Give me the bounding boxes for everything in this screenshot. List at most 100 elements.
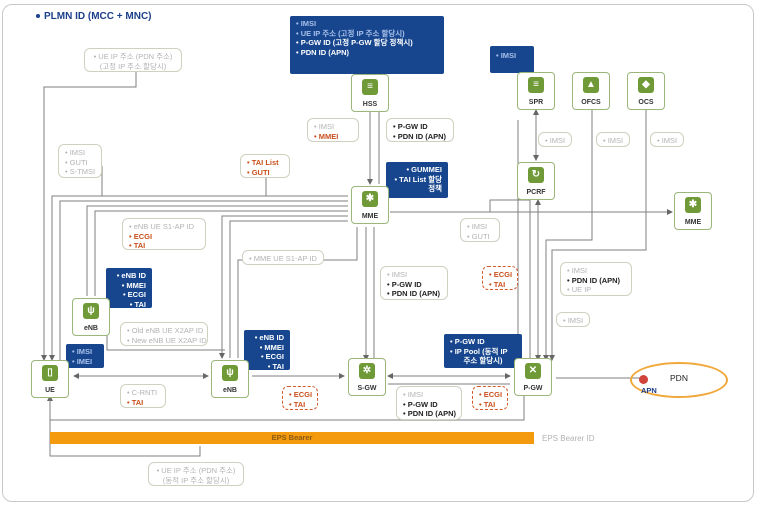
- pgw-imsi-box: IMSI: [556, 312, 590, 327]
- pgw-mme-line: [489, 199, 531, 360]
- enb-lower-label: eNB: [222, 387, 237, 394]
- enb-lower-ecgi: ECGI: [250, 352, 284, 362]
- ofcs-pgw-line: [543, 110, 593, 361]
- spr-node[interactable]: ≡ SPR: [517, 72, 555, 110]
- pgw-info-id: P-GW ID: [450, 337, 516, 347]
- spr-imsi-box: IMSI: [490, 46, 534, 73]
- sgw-pgw-box: IMSI P-GW ID PDN ID (APN): [396, 386, 462, 420]
- ue-ip-dynamic-line1: UE IP 주소 (PDN 주소): [155, 466, 237, 476]
- ue-imsi-text: IMSI: [65, 148, 95, 158]
- x2ap-box: Old eNB UE X2AP ID New eNB UE X2AP ID: [120, 322, 208, 346]
- enb-lower-info-box: eNB ID MMEI ECGI TAI: [244, 330, 290, 372]
- ue-label: UE: [45, 387, 55, 394]
- spr-imsi-text: IMSI: [496, 51, 528, 61]
- pcrf-label: PCRF: [526, 189, 546, 196]
- mme-s1ap-text: MME UE S1-AP ID: [249, 254, 317, 264]
- title-text: PLMN ID (MCC + MNC): [44, 11, 152, 22]
- sgw-node[interactable]: ✲ S-GW: [348, 358, 386, 396]
- mme-enb-lower-line-1: [219, 215, 348, 359]
- enb-lower-id: eNB ID: [250, 333, 284, 343]
- hss-info-ue-ip: UE IP 주소 (고정 IP 주소 할당시): [296, 29, 438, 39]
- ue-ip-static-box: UE IP 주소 (PDN 주소) (고정 IP 주소 할당시): [84, 48, 182, 72]
- ue-node[interactable]: ▯ UE: [31, 360, 69, 398]
- mme-enb-upper-line-1: [86, 205, 348, 296]
- eps-bearer-label: EPS Bearer: [271, 433, 313, 442]
- hss-info-pdn-id: PDN ID (APN): [296, 48, 438, 58]
- antenna-icon: ψ: [83, 303, 99, 319]
- ocs-node[interactable]: ◆ OCS: [627, 72, 665, 110]
- mme-enb-lower-line-2: [229, 220, 348, 358]
- apn-label: APN: [641, 386, 657, 395]
- crnti-text: C-RNTI: [127, 388, 159, 398]
- hss-mme-left-imsi: IMSI: [314, 122, 352, 132]
- phone-icon: ▯: [42, 365, 58, 381]
- hss-info-pgw-id: P-GW ID (고정 P-GW 할당 정책시): [296, 38, 438, 48]
- mme-sgw-pgw: P-GW ID: [387, 280, 441, 290]
- mme-node-main[interactable]: ✱ MME: [351, 186, 389, 224]
- hss-mme-left-box: IMSI MMEI: [307, 118, 359, 142]
- hss-mme-right-box: P-GW ID PDN ID (APN): [386, 118, 454, 142]
- hss-mme-left-mmei: MMEI: [314, 132, 352, 142]
- pcrf-pgw-pdn: PDN ID (APN): [567, 276, 625, 286]
- enb-node-upper[interactable]: ψ eNB: [72, 298, 110, 336]
- imsi-guti-stmsi-box: IMSI GUTI S-TMSI: [58, 144, 102, 178]
- ue-info-box: IMSI IMEI: [66, 344, 104, 368]
- tai-list-policy-text: TAI List 할당: [392, 175, 442, 185]
- tai-list-guti-box: TAI List GUTI: [240, 154, 290, 178]
- pcrf-node[interactable]: ↻ PCRF: [517, 162, 555, 200]
- gummei-text: GUMMEI: [392, 165, 442, 175]
- mme-sgw-box: IMSI P-GW ID PDN ID (APN): [380, 266, 448, 300]
- gear-icon: ✱: [685, 197, 701, 213]
- apn-dot-icon: [639, 375, 648, 384]
- gears-icon: ✲: [359, 363, 375, 379]
- pgw-info-box: P-GW ID IP Pool (동적 IP 주소 할당시): [444, 334, 522, 368]
- enb-upper-info-box: eNB ID MMEI ECGI TAI: [106, 268, 152, 309]
- mme-ue-line-1: [49, 195, 348, 361]
- lower-guti-text: GUTI: [467, 232, 493, 242]
- mme-node-right[interactable]: ✱ MME: [674, 192, 712, 230]
- spr-pcrf-imsi-box: IMSI: [538, 132, 572, 147]
- database-icon: ≡: [362, 79, 378, 95]
- hss-node[interactable]: ≡ HSS: [351, 74, 389, 112]
- pgw-node[interactable]: ✕ P-GW: [514, 358, 552, 396]
- diagram-title: PLMN ID (MCC + MNC): [36, 11, 152, 22]
- ue-guti-text: GUTI: [65, 158, 95, 168]
- tai-list-text: TAI List: [247, 158, 283, 168]
- hss-info-imsi: IMSI: [296, 19, 438, 29]
- gear-icon: ✱: [362, 191, 378, 207]
- mme-enb-upper-line-2: [94, 210, 348, 296]
- spr-label: SPR: [528, 99, 544, 106]
- pgw-ecgi-lower-ecgi: ECGI: [479, 390, 502, 400]
- mme-right-label: MME: [684, 219, 702, 226]
- hss-mme-right-pgw: P-GW ID: [393, 122, 447, 132]
- enb-s1ap-tai: TAI: [129, 241, 199, 251]
- gummei-box: GUMMEI TAI List 할당 정책: [386, 162, 448, 198]
- refresh-icon: ↻: [528, 167, 544, 183]
- pdn-label: PDN: [670, 373, 688, 383]
- pgw-ecgi-lower-box: ECGI TAI: [472, 386, 508, 410]
- ofcs-node[interactable]: ▲ OFCS: [572, 72, 610, 110]
- database-icon: ≡: [528, 77, 544, 93]
- pgw-ue-return-line: [49, 396, 525, 421]
- eps-bearer-id-label: EPS Bearer ID: [542, 434, 595, 443]
- pcrf-pgw-box: IMSI PDN ID (APN) UE IP: [560, 262, 632, 296]
- ue-stmsi-text: S-TMSI: [65, 167, 95, 177]
- pcrf-pgw-imsi: IMSI: [567, 266, 625, 276]
- enb-node-lower[interactable]: ψ eNB: [211, 360, 249, 398]
- enb-sgw-ecgi: ECGI: [289, 390, 312, 400]
- enb-lower-tai: TAI: [250, 362, 284, 372]
- network-icon: ◆: [638, 77, 654, 93]
- pgw-ecgi-upper-tai: TAI: [489, 280, 511, 290]
- ue-ip-bottom-line: [47, 395, 201, 457]
- ocs-pgw-line: [549, 110, 647, 361]
- enb-lower-mmei: MMEI: [250, 343, 284, 353]
- pgw-info-pool-2: 주소 할당시): [463, 356, 503, 365]
- crnti-box: C-RNTI TAI: [120, 384, 166, 408]
- ofcs-imsi-text: IMSI: [603, 136, 623, 146]
- network-icon: ✕: [525, 363, 541, 379]
- sgw-pgw-pdn: PDN ID (APN): [403, 409, 456, 419]
- pgw-imsi-text: IMSI: [563, 316, 583, 326]
- bullet-icon: [36, 14, 40, 19]
- mme-sgw-imsi: IMSI: [387, 270, 441, 280]
- pdn-cloud: PDN: [630, 362, 728, 398]
